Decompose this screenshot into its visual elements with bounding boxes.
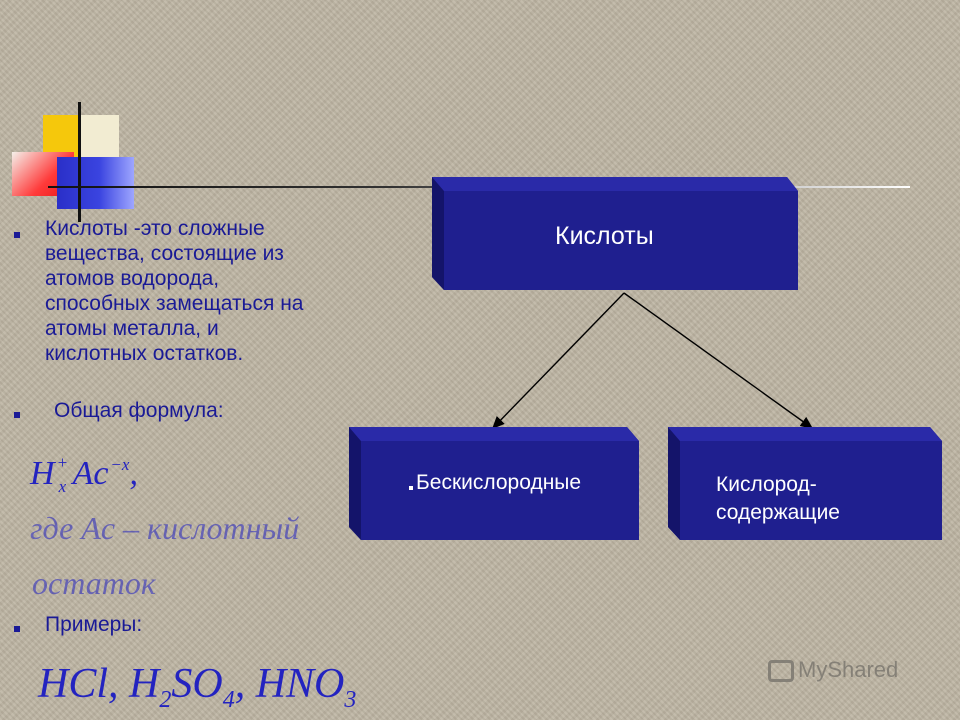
example-hcl-h: HCl, H [38,661,160,707]
definition-line: вещества, состоящие из [45,242,284,265]
watermark-logo: MyShared [768,657,898,683]
oxygen-containing-line2: содержащие [716,501,840,524]
example-sub4: 4 [222,687,235,713]
formula-plus: + [56,453,69,472]
formula-comma: , [129,455,138,492]
oxygen-containing-line1: Кислород- [716,473,817,496]
definition-line: атомов водорода, [45,267,220,290]
examples-label: Примеры: [45,613,143,636]
box-oxygen-containing-shape [668,427,942,540]
example-hno: , HNO [234,661,345,707]
bullet-icon [14,232,20,238]
example-so: SO [171,661,223,707]
decor-white-square [81,115,119,157]
arrow-to-oxygen-free [492,292,625,430]
general-formula-label: Общая формула: [54,399,224,422]
decor-blue-square [57,157,134,209]
examples-formula: HCl, H2SO4, HNO3 [38,660,356,714]
formula-ac: Ac [72,455,109,492]
example-sub2: 2 [159,687,172,713]
bullet-icon [409,486,413,490]
root-box-acids: Кислоты [432,177,800,292]
decor-vertical-line [78,102,81,222]
definition-line: кислотных остатков. [45,342,244,365]
formula-x: x [58,477,67,496]
presentation-icon [768,660,794,682]
formula-h-indices: +x [55,453,73,496]
watermark-text: MyShared [798,657,899,682]
formula-h: H [30,455,55,492]
definition-line: способных замещаться на [45,292,304,315]
definition-line: атомы металла, и [45,317,219,340]
box-oxygen-free: Бескислородные [349,427,641,541]
definition-line: Кислоты -это сложные [45,217,265,240]
arrow-to-oxygen-containing [623,292,814,429]
bullet-icon [14,412,20,418]
formula-superscript: −x [110,455,130,474]
box-oxygen-free-shape [349,427,639,540]
root-box-shape [432,177,798,290]
root-label: Кислоты [555,222,654,250]
formula-line-3: остаток [32,565,156,601]
definition-text: Кислоты -это сложные вещества, состоящие… [45,216,303,366]
oxygen-containing-label: Кислород- содержащие [716,471,840,527]
oxygen-free-label: Бескислородные [416,471,582,494]
box-oxygen-containing: Кислород- содержащие [668,427,944,541]
example-sub3: 3 [344,687,357,713]
formula-line-2: где Ac – кислотный [30,510,300,546]
bullet-icon [14,626,20,632]
